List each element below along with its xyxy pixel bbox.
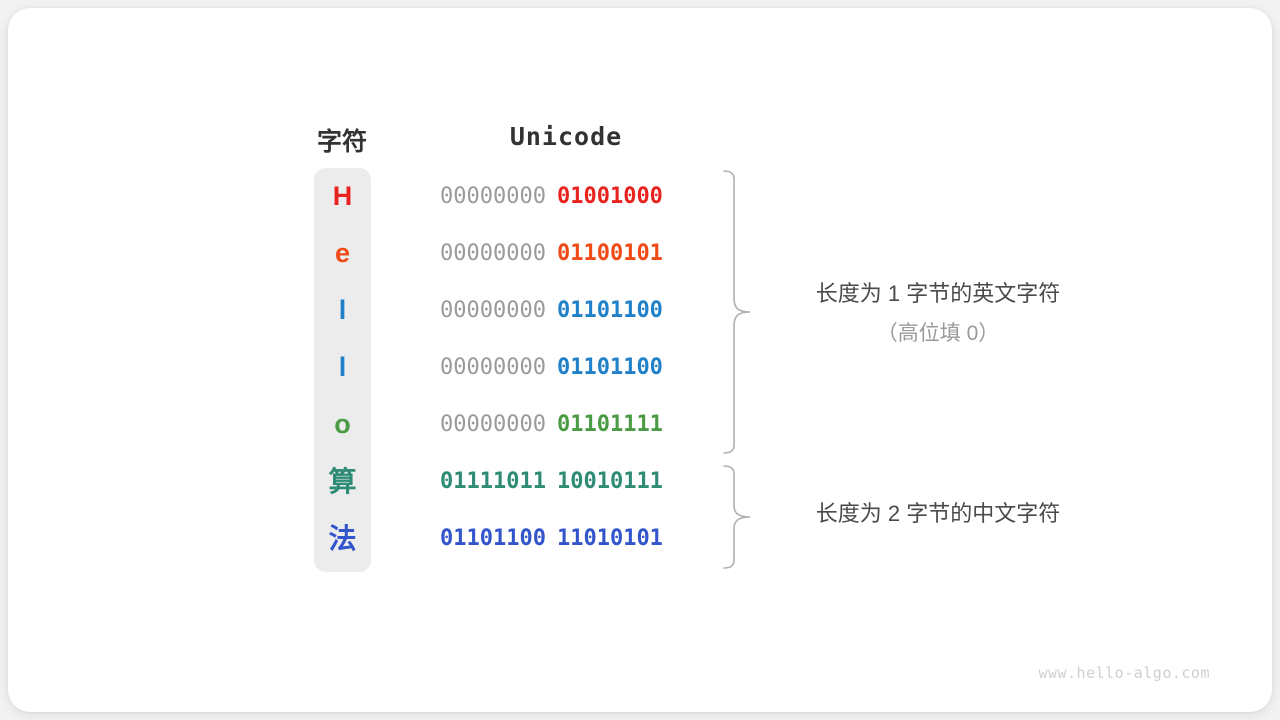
unicode-binary-row: 00000000 01001000 — [440, 168, 696, 225]
character-cell: e — [334, 238, 351, 268]
high-byte: 01101100 — [440, 526, 546, 551]
unicode-binary-row: 00000000 01101100 — [440, 282, 696, 339]
high-byte: 00000000 — [440, 355, 546, 380]
brace-english-rows — [723, 170, 751, 454]
low-byte: 10010111 — [556, 469, 663, 494]
low-byte: 01001000 — [556, 184, 663, 209]
annotation-english-main: 长度为 1 字节的英文字符 — [815, 281, 1061, 306]
low-byte: 01101100 — [556, 298, 663, 323]
high-byte: 00000000 — [440, 412, 546, 437]
low-byte: 01100101 — [556, 241, 663, 266]
unicode-binary-row: 00000000 01101111 — [440, 396, 696, 453]
character-cell: l — [338, 295, 347, 325]
high-byte: 00000000 — [440, 241, 546, 266]
column-header-unicode: Unicode — [509, 122, 623, 151]
annotation-chinese-main: 长度为 2 字节的中文字符 — [815, 501, 1061, 526]
annotation-english: 长度为 1 字节的英文字符 （高位填 0） — [776, 276, 1100, 347]
annotation-english-sub: （高位填 0） — [876, 322, 1000, 345]
high-byte: 00000000 — [440, 184, 546, 209]
unicode-binary-row: 01111011 10010111 — [440, 453, 696, 510]
character-cell: 法 — [328, 523, 357, 554]
unicode-binary-row: 00000000 01100101 — [440, 225, 696, 282]
column-header-character: 字符 — [316, 128, 367, 156]
high-byte: 00000000 — [440, 298, 546, 323]
character-cell: l — [338, 352, 347, 382]
brace-chinese-rows — [723, 465, 751, 569]
low-byte: 01101111 — [556, 412, 663, 437]
unicode-binary-row: 00000000 01101100 — [440, 339, 696, 396]
annotation-chinese: 长度为 2 字节的中文字符 — [776, 496, 1100, 528]
character-cell: H — [332, 181, 353, 211]
watermark: www.hello-algo.com — [1038, 664, 1210, 682]
low-byte: 11010101 — [556, 526, 663, 551]
high-byte: 01111011 — [440, 469, 546, 494]
character-cell: o — [334, 409, 351, 439]
unicode-binary-row: 01101100 11010101 — [440, 510, 696, 567]
character-cell: 算 — [328, 466, 357, 497]
low-byte: 01101100 — [556, 355, 663, 380]
